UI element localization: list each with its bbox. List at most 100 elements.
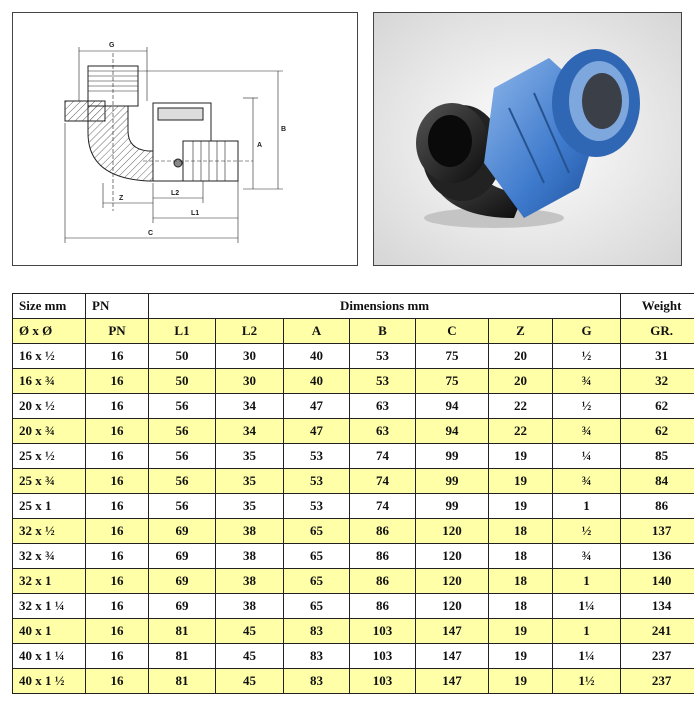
cell-b: 86	[349, 518, 416, 544]
cell-a: 53	[283, 493, 350, 519]
cell-b: 86	[349, 593, 416, 619]
cell-a: 53	[283, 443, 350, 469]
dim-label-a: A	[257, 142, 262, 149]
cell-z: 20	[488, 343, 553, 369]
cell-b: 86	[349, 543, 416, 569]
col-header-gr: GR.	[620, 318, 694, 344]
cell-l1: 69	[148, 593, 216, 619]
cell-weight: 85	[620, 443, 694, 469]
cell-a: 53	[283, 468, 350, 494]
cell-l2: 34	[215, 393, 284, 419]
header-dimensions: Dimensions mm	[147, 293, 622, 319]
cell-pn: 16	[85, 493, 149, 519]
cell-a: 40	[283, 343, 350, 369]
cell-pn: 16	[85, 443, 149, 469]
cell-c: 147	[415, 668, 489, 694]
cell-l1: 56	[148, 418, 216, 444]
cell-c: 120	[415, 568, 489, 594]
cell-a: 65	[283, 518, 350, 544]
cell-pn: 16	[85, 393, 149, 419]
cell-l2: 30	[215, 368, 284, 394]
cell-size: 40 x 1	[12, 618, 86, 644]
dim-label-b: B	[281, 126, 286, 133]
cell-size: 20 x ¾	[12, 418, 86, 444]
cell-z: 19	[488, 668, 553, 694]
cell-pn: 16	[85, 618, 149, 644]
technical-drawing-panel: G A B Z L2 L1 C	[12, 12, 358, 266]
cell-l2: 38	[215, 593, 284, 619]
cell-size: 40 x 1 ¼	[12, 643, 86, 669]
cell-l2: 45	[215, 643, 284, 669]
cell-weight: 84	[620, 468, 694, 494]
cell-z: 18	[488, 543, 553, 569]
cell-b: 103	[349, 643, 416, 669]
cell-c: 75	[415, 368, 489, 394]
cell-g: 1¼	[551, 643, 622, 669]
cell-g: ¾	[551, 368, 622, 394]
header-weight: Weight	[620, 293, 694, 319]
cell-l1: 56	[148, 468, 216, 494]
cell-size: 40 x 1 ½	[12, 668, 86, 694]
cell-c: 147	[415, 618, 489, 644]
cell-pn: 16	[85, 568, 149, 594]
cell-g: ¼	[551, 443, 622, 469]
col-header-b: B	[349, 318, 416, 344]
cell-l2: 38	[215, 543, 284, 569]
cell-pn: 16	[85, 368, 149, 394]
col-header-pn: PN	[85, 318, 149, 344]
col-header-g: G	[551, 318, 622, 344]
dim-label-l2: L2	[171, 190, 179, 197]
cell-a: 83	[283, 618, 350, 644]
header-pn: PN	[85, 293, 149, 319]
cell-weight: 136	[620, 543, 694, 569]
cell-z: 18	[488, 568, 553, 594]
cell-b: 74	[349, 443, 416, 469]
cell-l2: 30	[215, 343, 284, 369]
cell-z: 19	[488, 493, 553, 519]
cell-weight: 134	[620, 593, 694, 619]
cell-size: 32 x 1	[12, 568, 86, 594]
cell-z: 22	[488, 418, 553, 444]
cell-l2: 38	[215, 518, 284, 544]
cell-size: 32 x ½	[12, 518, 86, 544]
cell-pn: 16	[85, 543, 149, 569]
cell-l1: 56	[148, 493, 216, 519]
cell-a: 47	[283, 393, 350, 419]
cell-c: 120	[415, 593, 489, 619]
cell-c: 94	[415, 418, 489, 444]
cell-a: 65	[283, 593, 350, 619]
cell-g: 1	[551, 568, 622, 594]
cell-a: 65	[283, 568, 350, 594]
cell-a: 40	[283, 368, 350, 394]
cell-weight: 31	[620, 343, 694, 369]
cell-b: 86	[349, 568, 416, 594]
cell-c: 120	[415, 543, 489, 569]
cell-b: 74	[349, 468, 416, 494]
dim-label-c: C	[148, 230, 153, 237]
cell-l1: 69	[148, 518, 216, 544]
cell-size: 25 x 1	[12, 493, 86, 519]
cell-g: ½	[551, 343, 622, 369]
table-header-row: Size mm PN Dimensions mm Weight	[12, 293, 694, 319]
cell-size: 16 x ¾	[12, 368, 86, 394]
cell-g: 1½	[551, 668, 622, 694]
cell-size: 32 x ¾	[12, 543, 86, 569]
cell-l1: 56	[148, 443, 216, 469]
cell-b: 103	[349, 668, 416, 694]
cell-a: 83	[283, 643, 350, 669]
cell-z: 18	[488, 593, 553, 619]
cell-pn: 16	[85, 468, 149, 494]
cell-c: 99	[415, 468, 489, 494]
cell-c: 147	[415, 643, 489, 669]
cell-weight: 137	[620, 518, 694, 544]
cell-b: 53	[349, 343, 416, 369]
